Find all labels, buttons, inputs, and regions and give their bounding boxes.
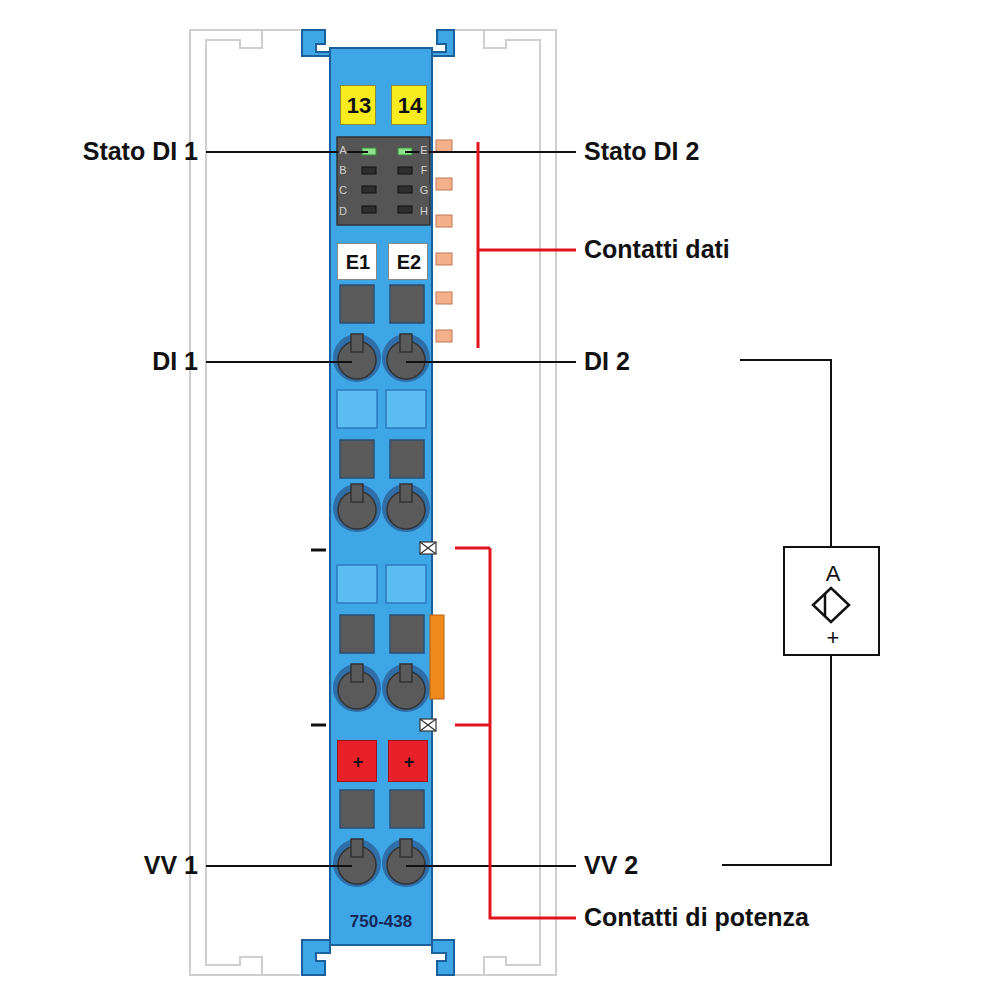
signal-label: VV 1 xyxy=(144,852,198,880)
data-contact xyxy=(436,140,452,342)
contact-letter: H xyxy=(419,205,429,217)
node-text: 750-438 xyxy=(350,912,412,932)
node-text: + xyxy=(404,752,415,773)
contact-letter: C xyxy=(338,184,348,196)
contact-letter: E xyxy=(419,144,428,156)
marker-tag: 14 xyxy=(391,85,427,125)
channel-tag: E1 xyxy=(337,243,377,280)
status-label: Stato DI 1 xyxy=(83,138,198,166)
node-text: A xyxy=(826,561,841,587)
node-text: + xyxy=(827,625,840,651)
clamp-terminal xyxy=(333,334,430,887)
group-label: Contatti di potenza xyxy=(584,904,809,932)
supply-tag: + xyxy=(337,740,377,782)
supply-tag: + xyxy=(388,740,428,782)
node-text: 14 xyxy=(398,93,422,119)
contact-letter: A xyxy=(338,144,347,156)
node-text: + xyxy=(353,752,364,773)
contact-letter: F xyxy=(420,164,429,176)
tick-mark xyxy=(311,550,326,725)
contact-marker xyxy=(420,542,436,731)
channel-tag: E2 xyxy=(388,243,428,280)
bracket xyxy=(455,142,576,918)
push-button xyxy=(337,390,426,603)
leader-line xyxy=(206,152,576,866)
status-label: Stato DI 2 xyxy=(584,138,699,166)
led-panel: ABCD EFGH xyxy=(337,137,430,225)
led-panel xyxy=(337,137,430,225)
rail-outline xyxy=(190,30,556,975)
node-text: E1 xyxy=(346,251,370,274)
module-housing: 750-438 13 14ABCD EFGH E1 E2 + + xyxy=(330,48,432,945)
led-slot xyxy=(362,167,412,213)
node-text: 13 xyxy=(347,93,371,119)
group-label: Contatti dati xyxy=(584,236,730,264)
signal-label: DI 2 xyxy=(584,348,630,376)
sensor-box: A+ xyxy=(783,546,880,656)
marker-tag: 13 xyxy=(340,85,376,125)
signal-label: VV 2 xyxy=(584,852,638,880)
contact-letter: D xyxy=(338,205,348,217)
contact-letter: B xyxy=(338,164,347,176)
power-contact xyxy=(430,615,444,699)
contact-letter: G xyxy=(419,184,430,196)
node-text: E2 xyxy=(397,251,421,274)
led xyxy=(362,148,412,155)
module-body xyxy=(330,48,432,945)
signal-label: DI 1 xyxy=(152,348,198,376)
